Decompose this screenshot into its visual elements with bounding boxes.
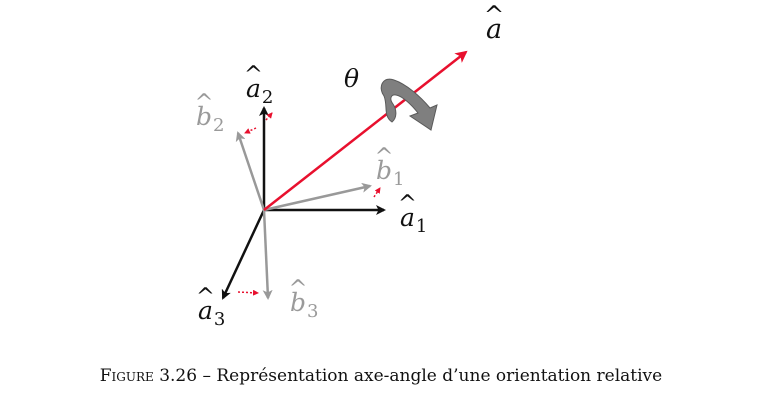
label-b3-sub: 3: [307, 301, 319, 323]
label-b2: b2: [196, 104, 224, 135]
label-b2-letter: b: [196, 104, 212, 129]
caption-number: 3.26: [159, 366, 198, 386]
b1-axis-arrow: [263, 182, 372, 212]
rotation-axis-arrow: [263, 50, 468, 211]
a3-axis-arrow: [221, 209, 266, 300]
label-b1: b1: [376, 158, 404, 189]
label-axis-a: a: [486, 16, 502, 43]
label-b2-sub: 2: [213, 115, 225, 137]
label-b1-sub: 1: [393, 169, 405, 191]
label-b3: b3: [290, 290, 318, 321]
label-b3-letter: b: [290, 290, 306, 315]
caption-figure-word: Figure: [99, 366, 154, 386]
rotation-hint-2b: [265, 112, 273, 121]
label-a2-letter: a: [246, 76, 261, 101]
rotation-arrow-icon: [380, 78, 438, 131]
caption-text: Représentation axe-angle d’une orientati…: [216, 366, 663, 386]
label-a3-letter: a: [198, 298, 213, 323]
axis-angle-diagram: [221, 50, 468, 300]
label-a3: a3: [198, 298, 225, 329]
label-theta: θ: [344, 64, 360, 93]
rotation-hint-3: [237, 289, 259, 296]
b3-axis-arrow: [262, 209, 273, 300]
rotation-hint-2: [244, 127, 257, 134]
label-b1-letter: b: [376, 158, 392, 183]
label-axis-a-letter: a: [486, 16, 502, 43]
label-a1-sub: 1: [415, 216, 428, 238]
label-a2-sub: 2: [261, 87, 274, 109]
label-a1: a1: [400, 205, 427, 236]
label-a3-sub: 3: [213, 309, 226, 331]
b2-axis-arrow: [235, 131, 266, 211]
label-a1-letter: a: [400, 205, 415, 230]
figure-caption: Figure 3.26 – Représentation axe-angle d…: [0, 366, 762, 386]
label-a2: a2: [246, 76, 273, 107]
caption-separator: –: [202, 366, 211, 386]
rotation-hint-1: [373, 187, 381, 198]
